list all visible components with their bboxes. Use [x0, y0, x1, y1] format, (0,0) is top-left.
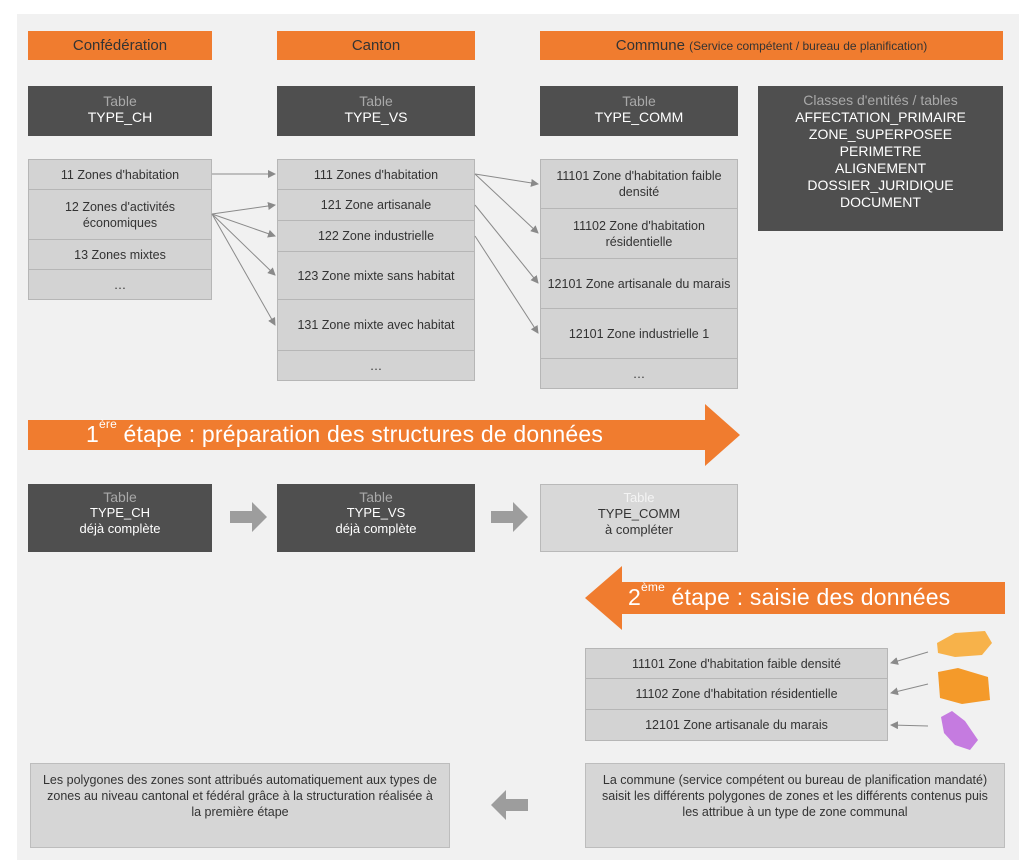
table-name: TYPE_CH: [87, 109, 153, 125]
connector: [211, 213, 276, 238]
polygon-shape-1: [937, 631, 992, 657]
connector: [211, 202, 276, 215]
vs-row: 131 Zone mixte avec habitat: [277, 299, 475, 351]
connector: [474, 204, 539, 284]
entry-row: 11102 Zone d'habitation résidentielle: [585, 678, 888, 710]
vs-row: 122 Zone industrielle: [277, 220, 475, 252]
header-commune-title: Commune: [615, 37, 685, 54]
entry-row: 12101 Zone artisanale du marais: [585, 709, 888, 741]
table-status: à compléter: [605, 522, 673, 537]
step1-superscript: ère: [99, 417, 117, 431]
flow-type-ch: Table TYPE_CH déjà complète: [28, 484, 212, 552]
step2-arrow: [585, 566, 1005, 630]
table-name: TYPE_VS: [344, 109, 408, 125]
connector: [211, 213, 276, 276]
flow-arrow-2: [491, 502, 528, 532]
table-name: TYPE_COMM: [594, 109, 684, 125]
table-name: TYPE_COMM: [597, 506, 681, 521]
note-arrow: [491, 790, 528, 820]
table-label: Table: [103, 489, 137, 505]
table-label: Table: [622, 93, 656, 109]
comm-row: 12101 Zone industrielle 1: [540, 308, 738, 359]
entry-row: 11101 Zone d'habitation faible densité: [585, 648, 888, 679]
vs-row: 121 Zone artisanale: [277, 189, 475, 221]
classes-box: Classes d'entités / tables AFFECTATION_P…: [758, 86, 1003, 231]
class-item: PERIMETRE: [839, 143, 922, 159]
table-status: déjà complète: [335, 521, 417, 536]
connector: [211, 213, 276, 326]
vs-row: 111 Zones d'habitation: [277, 159, 475, 190]
class-item: DOSSIER_JURIDIQUE: [807, 177, 954, 193]
vs-row: …: [277, 350, 475, 381]
step2-text: étape : saisie des données: [664, 584, 951, 610]
header-canton: Canton: [277, 31, 475, 60]
table-label: Table: [623, 490, 655, 505]
flow-arrow-1: [230, 502, 267, 532]
table-type-vs: Table TYPE_VS: [277, 86, 475, 136]
connector: [474, 235, 539, 334]
note-automatic-assignment: Les polygones des zones sont attribués a…: [30, 763, 450, 848]
table-status: déjà complète: [79, 521, 161, 536]
class-item: AFFECTATION_PRIMAIRE: [795, 109, 966, 125]
table-type-comm: Table TYPE_COMM: [540, 86, 738, 136]
ch-row: 12 Zones d'activités économiques: [28, 189, 212, 240]
step2-number: 2: [628, 584, 641, 610]
polygon-shape-2: [938, 668, 990, 704]
classes-label: Classes d'entités / tables: [803, 92, 958, 108]
table-name: TYPE_VS: [346, 505, 406, 520]
table-type-ch: Table TYPE_CH: [28, 86, 212, 136]
connector: [890, 721, 929, 730]
step1-label: 1ère étape : préparation des structures …: [86, 417, 604, 448]
step1-number: 1: [86, 421, 99, 447]
step1-text: étape : préparation des structures de do…: [116, 421, 604, 447]
polygon-shape-3: [941, 711, 978, 750]
step2-label: 2ème étape : saisie des données: [628, 580, 951, 611]
class-item: DOCUMENT: [840, 194, 921, 210]
vs-row: 123 Zone mixte sans habitat: [277, 251, 475, 300]
step1-arrow: [28, 404, 740, 466]
comm-row: 11102 Zone d'habitation résidentielle: [540, 208, 738, 259]
header-confederation: Confédération: [28, 31, 212, 60]
connector: [890, 683, 929, 696]
comm-row: 11101 Zone d'habitation faible densité: [540, 159, 738, 209]
connector: [890, 651, 929, 665]
table-label: Table: [103, 93, 137, 109]
connector: [474, 173, 539, 187]
flow-type-vs: Table TYPE_VS déjà complète: [277, 484, 475, 552]
header-commune: Commune (Service compétent / bureau de p…: [540, 31, 1003, 60]
flow-type-comm: Table TYPE_COMM à compléter: [540, 484, 738, 552]
comm-row: 12101 Zone artisanale du marais: [540, 258, 738, 309]
ch-row: …: [28, 269, 212, 300]
note-commune-entry: La commune (service compétent ou bureau …: [585, 763, 1005, 848]
comm-row: …: [540, 358, 738, 389]
table-label: Table: [359, 489, 393, 505]
table-label: Table: [359, 93, 393, 109]
step2-superscript: ème: [641, 580, 665, 594]
class-item: ALIGNEMENT: [834, 160, 926, 176]
header-commune-subtitle: (Service compétent / bureau de planifica…: [689, 39, 928, 53]
class-item: ZONE_SUPERPOSEE: [808, 126, 953, 142]
ch-row: 13 Zones mixtes: [28, 239, 212, 270]
connector: [474, 173, 539, 234]
table-name: TYPE_CH: [90, 505, 150, 520]
